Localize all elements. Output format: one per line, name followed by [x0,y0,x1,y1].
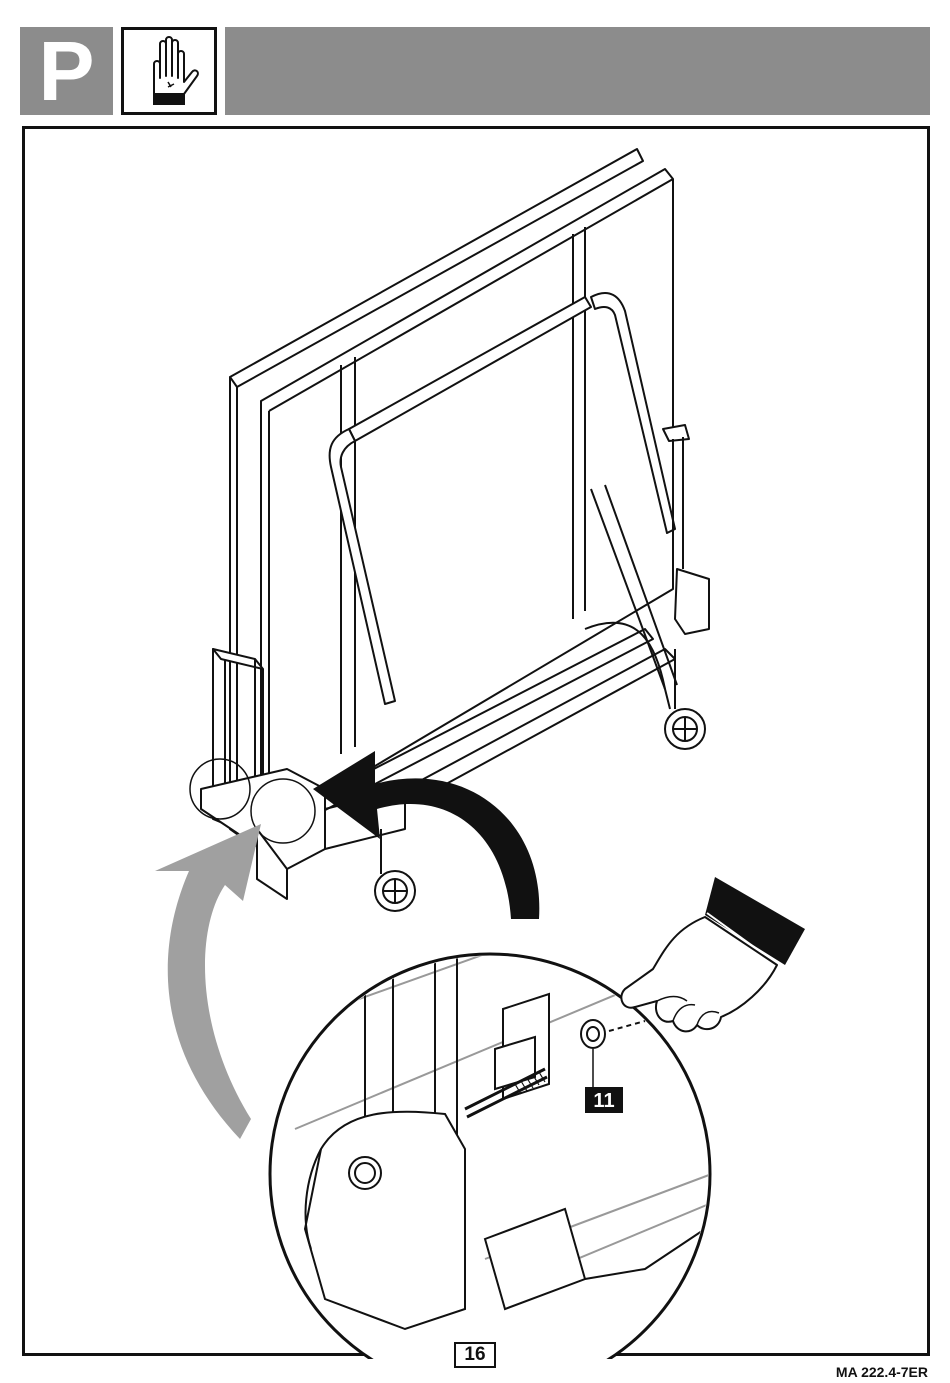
rotate-arrow-black [313,751,539,919]
nut-part [581,1020,605,1048]
header-bar [225,27,930,115]
step-header: P [20,27,930,115]
post-foot [305,1112,465,1329]
step-letter-box: P [20,27,113,115]
illustration-frame: 11 [22,126,930,1356]
document-code: MA 222.4-7ER [836,1364,928,1380]
hand-icon-box [121,27,217,115]
lift-arrow-gray [155,824,261,1139]
hand-stop-icon [124,30,214,112]
hand-icon [621,877,805,1031]
page-number: 16 [454,1342,496,1368]
part-label: 11 [593,1090,614,1112]
step-letter: P [38,29,94,113]
table-folding-illustration: 11 [25,129,933,1359]
